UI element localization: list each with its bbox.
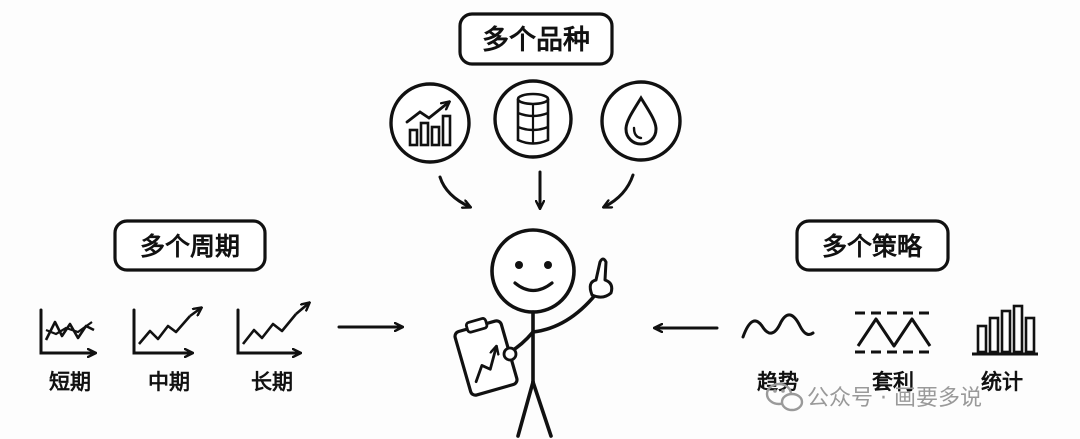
periods-title: 多个周期 xyxy=(140,232,240,261)
watermark: 公众号 · 画要多说 xyxy=(765,382,982,412)
zigzag-between-bands-icon xyxy=(855,311,932,354)
periods-title-box xyxy=(113,219,267,272)
stick-figure-with-clipboard-icon xyxy=(453,228,614,438)
varieties-group: 多个品种 xyxy=(389,12,682,208)
rising-bar-chart-icon xyxy=(389,82,471,164)
arrow-icon xyxy=(604,173,635,207)
varieties-title: 多个品种 xyxy=(482,25,590,56)
bar-chart-icon xyxy=(972,304,1038,356)
choppy-chart-icon xyxy=(39,308,95,353)
strategy-label-trend: 趋势 xyxy=(757,370,799,394)
period-label-long: 长期 xyxy=(251,370,293,394)
strategy-label-statistics: 统计 xyxy=(981,370,1023,394)
period-label-short: 短期 xyxy=(49,370,91,394)
watermark-text: 公众号 · 画要多说 xyxy=(807,386,982,411)
strategy-label-arbitrage: 套利 xyxy=(872,370,914,394)
strategies-title: 多个策略 xyxy=(822,232,923,261)
database-icon xyxy=(493,79,573,159)
rising-line-chart-icon xyxy=(132,308,201,353)
strategies-group: 多个策略 趋势 套利 统计 xyxy=(655,219,1038,394)
periods-group: 多个周期 短期 中期 长期 xyxy=(39,219,402,394)
oil-drop-icon xyxy=(600,80,682,162)
rising-line-chart-icon xyxy=(236,303,309,353)
varieties-title-box xyxy=(458,12,614,66)
period-label-mid: 中期 xyxy=(148,370,190,394)
arrow-icon xyxy=(438,175,470,207)
strategies-title-box xyxy=(795,219,950,272)
wechat-icon xyxy=(765,382,804,412)
wave-icon xyxy=(741,313,815,339)
